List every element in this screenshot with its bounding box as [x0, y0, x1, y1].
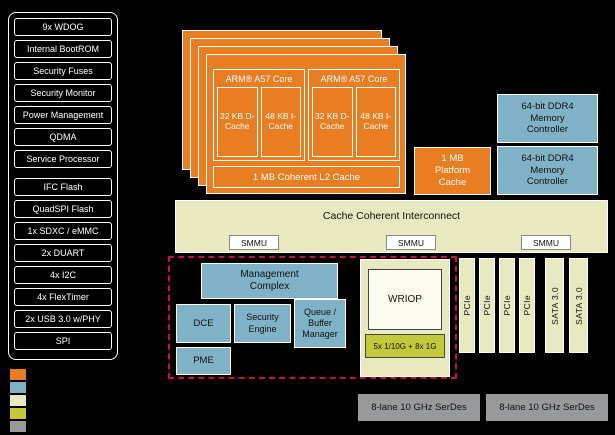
- pcie-label: PCIe: [522, 295, 532, 316]
- wriop-region: WRIOP 5x 1/10G + 8x 1G: [360, 259, 450, 377]
- peripheral-block-service-processor: Service Processor: [14, 150, 112, 168]
- sata-label: SATA 3.0: [549, 286, 560, 325]
- sata-controller-block: SATA 3.0: [545, 258, 564, 353]
- dce-block: DCE: [176, 304, 231, 343]
- datapath-acceleration-region: [168, 256, 457, 379]
- peripheral-block-security-monitor: Security Monitor: [14, 84, 112, 102]
- legend-swatch-orange: [10, 369, 26, 380]
- peripherals-panel: 9x WDOG Internal BootROM Security Fuses …: [14, 18, 112, 350]
- peripheral-block-bootrom: Internal BootROM: [14, 40, 112, 58]
- ethernet-ports-block: 5x 1/10G + 8x 1G: [365, 334, 445, 358]
- l1-cache-row: 32 KB D-Cache 48 KB I-Cache: [309, 87, 399, 160]
- legend-swatch-khaki: [10, 395, 26, 406]
- peripheral-block-flextimer: 4x FlexTimer: [14, 288, 112, 306]
- smmu-block: SMMU: [229, 235, 279, 250]
- l1-icache: 48 KB I-Cache: [260, 87, 301, 157]
- arm-a57-core: ARM® A57 Core 32 KB D-Cache 48 KB I-Cach…: [308, 69, 400, 161]
- l1-icache: 48 KB I-Cache: [355, 87, 396, 157]
- ddr4-label: 64-bit DDR4 Memory Controller: [521, 152, 574, 188]
- peripherals-panel-frame: [8, 12, 118, 360]
- platform-cache-label: 1 MB Platform Cache: [434, 153, 471, 188]
- pcie-controller-block: PCIe: [479, 258, 495, 353]
- pcie-controller-block: PCIe: [519, 258, 535, 353]
- cpu-cluster-card-front: ARM® A57 Core 32 KB D-Cache 48 KB I-Cach…: [206, 54, 406, 194]
- peripheral-block-ifc-flash: IFC Flash: [14, 178, 112, 196]
- pcie-controller-block: PCIe: [459, 258, 475, 353]
- l1-dcache: 32 KB D-Cache: [312, 87, 353, 157]
- security-engine-label: Security Engine: [246, 312, 279, 334]
- queue-buffer-manager-block: Queue / Buffer Manager: [294, 299, 346, 348]
- pme-block: PME: [176, 347, 231, 375]
- peripheral-block-qdma: QDMA: [14, 128, 112, 146]
- pcie-label: PCIe: [482, 295, 492, 316]
- legend-swatch-olive: [10, 408, 26, 419]
- interconnect-label: Cache Coherent Interconnect: [322, 210, 461, 222]
- peripheral-block-spi: SPI: [14, 332, 112, 350]
- peripheral-block-duart: 2x DUART: [14, 244, 112, 262]
- pcie-label: PCIe: [502, 295, 512, 316]
- peripheral-block-sdxc-emmc: 1x SDXC / eMMC: [14, 222, 112, 240]
- platform-cache-block: 1 MB Platform Cache: [414, 147, 491, 195]
- peripheral-block-wdog: 9x WDOG: [14, 18, 112, 36]
- serdes-block: 8-lane 10 GHz SerDes: [486, 394, 608, 421]
- ddr4-memory-controller: 64-bit DDR4 Memory Controller: [497, 146, 598, 195]
- pcie-label: PCIe: [462, 295, 472, 316]
- peripheral-block-usb3: 2x USB 3.0 w/PHY: [14, 310, 112, 328]
- arm-a57-core: ARM® A57 Core 32 KB D-Cache 48 KB I-Cach…: [213, 69, 305, 161]
- wriop-block: WRIOP: [368, 269, 442, 330]
- management-complex-block: Management Complex: [201, 263, 338, 299]
- legend-swatch-teal: [10, 382, 26, 393]
- peripheral-block-i2c: 4x I2C: [14, 266, 112, 284]
- core-label: ARM® A57 Core: [320, 74, 388, 84]
- management-complex-label: Management Complex: [240, 268, 299, 293]
- serdes-block: 8-lane 10 GHz SerDes: [358, 394, 480, 421]
- cache-coherent-interconnect: Cache Coherent Interconnect SMMU SMMU SM…: [175, 200, 608, 253]
- peripheral-block-security-fuses: Security Fuses: [14, 62, 112, 80]
- pcie-controller-block: PCIe: [499, 258, 515, 353]
- smmu-block: SMMU: [386, 235, 436, 250]
- security-engine-block: Security Engine: [234, 304, 291, 343]
- sata-label: SATA 3.0: [573, 286, 584, 325]
- peripheral-block-power-management: Power Management: [14, 106, 112, 124]
- core-label: ARM® A57 Core: [225, 74, 293, 84]
- peripheral-block-quadspi-flash: QuadSPI Flash: [14, 200, 112, 218]
- ddr4-label: 64-bit DDR4 Memory Controller: [521, 100, 574, 136]
- sata-controller-block: SATA 3.0: [569, 258, 588, 353]
- queue-buffer-manager-label: Queue / Buffer Manager: [302, 306, 338, 340]
- ddr4-memory-controller: 64-bit DDR4 Memory Controller: [497, 94, 598, 143]
- legend-swatch-gray: [10, 421, 26, 432]
- l2-cache-bar: 1 MB Coherent L2 Cache: [213, 166, 400, 188]
- l1-dcache: 32 KB D-Cache: [217, 87, 258, 157]
- l1-cache-row: 32 KB D-Cache 48 KB I-Cache: [214, 87, 304, 160]
- smmu-block: SMMU: [521, 235, 571, 250]
